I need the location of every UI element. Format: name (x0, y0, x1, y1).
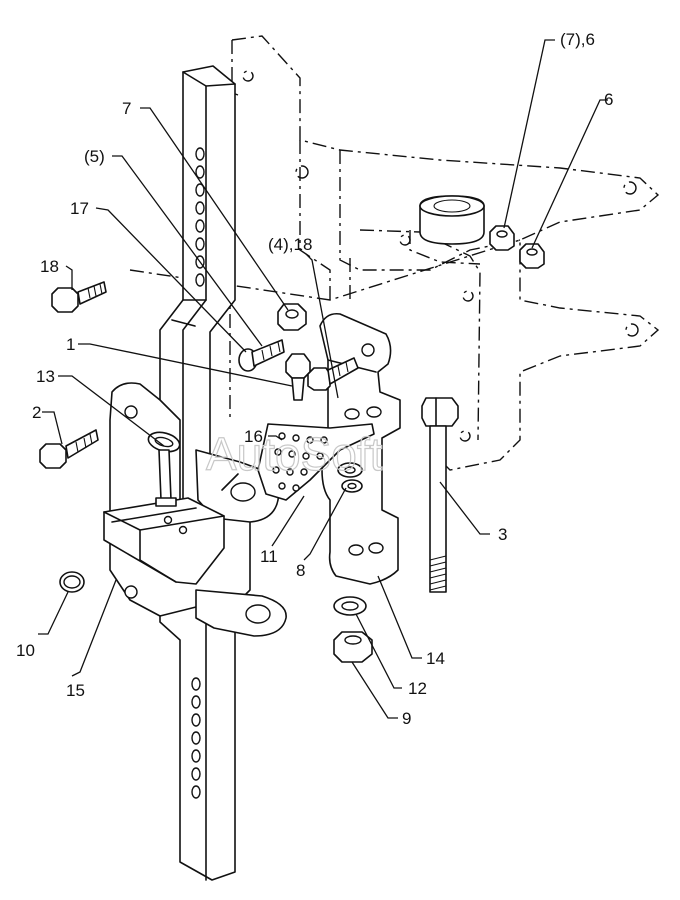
snap-ring (59, 571, 85, 593)
callout-17: 17 (70, 199, 89, 218)
callout-10: 10 (16, 641, 35, 660)
bolt-2 (39, 429, 99, 469)
nuts-6 (489, 225, 545, 269)
countersunk-bolt-17 (238, 339, 285, 372)
small-washer-nut (337, 462, 363, 493)
callout-1: 1 (66, 335, 75, 354)
bolt-1 (285, 353, 311, 401)
right-support-bracket (319, 312, 401, 585)
callout-15: 15 (66, 681, 85, 700)
lock-pin-with-ring (147, 431, 181, 507)
callout-13: 13 (36, 367, 55, 386)
nut-7 (277, 303, 307, 331)
frame-cylinder-cap (419, 195, 485, 245)
spring-washer (333, 596, 367, 616)
callout-6: 6 (604, 90, 613, 109)
hex-nut-large (333, 631, 373, 663)
callout-7: 7 (122, 99, 131, 118)
drawbar-holes-lower (191, 677, 201, 799)
callout-16: 16 (244, 427, 263, 446)
watermark-text: AutoSoft (206, 428, 383, 480)
callout-18: 18 (40, 257, 59, 276)
bolt-4-18 (307, 357, 359, 391)
callout-12: 12 (408, 679, 427, 698)
callout-7-6: (7),6 (560, 30, 595, 49)
adjuster-plate (257, 423, 375, 501)
leader-lines (38, 39, 608, 719)
callout-11: 11 (260, 547, 278, 566)
bolt-18-left (51, 281, 107, 313)
callout-14: 14 (426, 649, 445, 668)
callout-8: 8 (296, 561, 305, 580)
callout-2: 2 (32, 403, 41, 422)
long-bolt (421, 397, 459, 593)
callout-9: 9 (402, 709, 411, 728)
callout-3: 3 (498, 525, 507, 544)
callout-5: (5) (84, 147, 105, 166)
hitch-hook-bracket (103, 382, 287, 637)
callout-labels: (7),6 6 7 (5) 17 18 (4),18 1 13 2 16 11 … (16, 30, 613, 728)
callout-4-18: (4),18 (268, 235, 312, 254)
